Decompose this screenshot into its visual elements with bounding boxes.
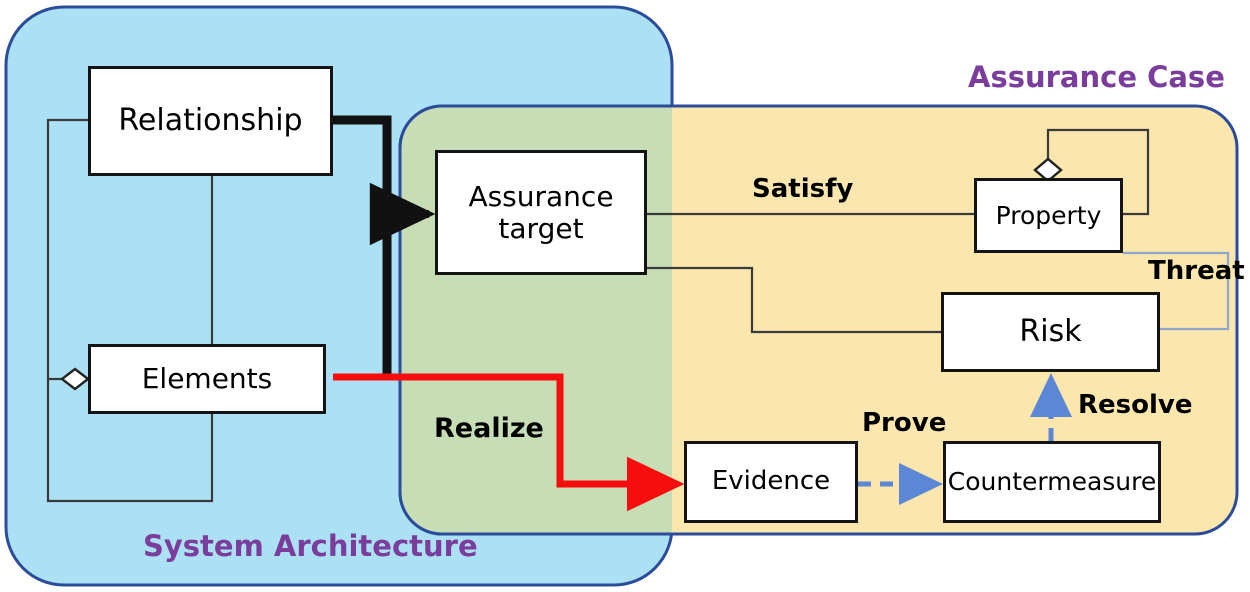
node-relationship[interactable]: Relationship [88, 66, 333, 176]
node-evidence-label: Evidence [711, 466, 831, 497]
edge-label-threat: Threat [1148, 256, 1245, 286]
node-assurance-target[interactable]: Assurance target [435, 150, 647, 275]
node-assurance-target-label-line1: Assurance [468, 180, 614, 214]
node-risk-label: Risk [1019, 314, 1082, 350]
edge-elements-loop-to-relationship [46, 118, 214, 503]
node-property[interactable]: Property [974, 178, 1123, 253]
edge-relationship-trunk [333, 115, 392, 377]
edge-assurance-target-to-risk [647, 266, 941, 334]
node-countermeasure[interactable]: Countermeasure [943, 441, 1161, 523]
edge-property-self-loop [1046, 128, 1150, 216]
zone-title-assurance-case: Assurance Case [968, 60, 1225, 94]
edge-threat-property-to-risk [1123, 251, 1230, 331]
aggregation-diamond-elements [60, 367, 90, 391]
node-property-label: Property [995, 200, 1102, 230]
node-elements-label: Elements [141, 362, 273, 396]
edge-label-prove: Prove [862, 408, 947, 438]
node-elements[interactable]: Elements [88, 344, 326, 414]
zone-title-system-architecture: System Architecture [143, 529, 478, 563]
edge-label-satisfy: Satisfy [752, 174, 854, 204]
node-evidence[interactable]: Evidence [684, 441, 858, 523]
node-risk[interactable]: Risk [941, 292, 1160, 372]
edge-label-resolve: Resolve [1078, 390, 1193, 420]
edge-label-realize: Realize [434, 413, 544, 444]
node-countermeasure-label: Countermeasure [947, 467, 1157, 496]
aggregation-diamond-property [1033, 157, 1063, 183]
edge-elements-realize-evidence [333, 373, 685, 512]
node-assurance-target-label-line2: target [498, 211, 584, 245]
node-relationship-label: Relationship [118, 103, 303, 139]
